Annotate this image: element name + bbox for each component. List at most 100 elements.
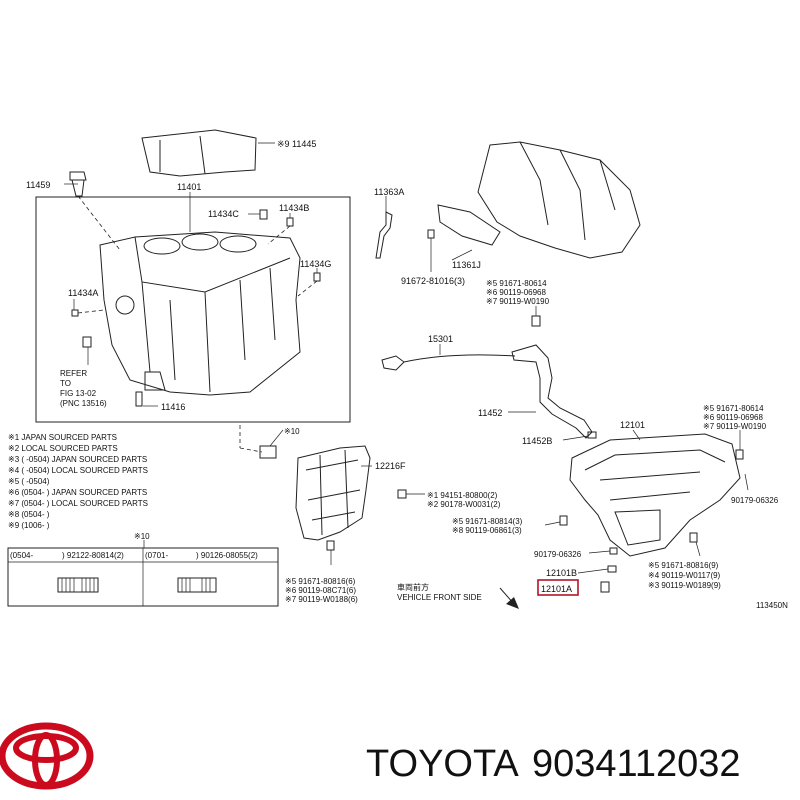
cylinder-block-drawing	[35, 129, 351, 423]
refer-line-1: REFER	[60, 369, 87, 378]
block-ribs	[141, 267, 276, 393]
label-11434b: 11434B	[279, 203, 309, 213]
bolt-guide-top	[531, 315, 541, 327]
baffle-plate-drawing	[259, 445, 407, 551]
housing-ribs	[519, 141, 616, 241]
codes-botleft-2: ※6 90119-08C71(6)	[285, 586, 356, 595]
mark-10-top: ※10	[284, 427, 300, 436]
bolt-pan-left	[559, 515, 568, 526]
oil-pan-leaders	[544, 429, 749, 574]
refer-line-3: FIG 13-02	[60, 389, 97, 398]
label-11445: ※9 11445	[277, 139, 316, 149]
baffle-leaders	[143, 425, 425, 565]
codes-right-2: ※6 90119-06968	[703, 413, 763, 422]
stud-11459	[69, 171, 87, 197]
block-leaders	[64, 142, 318, 407]
stud-drawing-right	[177, 577, 217, 593]
codes-botright-1: ※5 91671-80816(9)	[648, 561, 719, 570]
bolt-pan-bottom-right	[689, 532, 698, 543]
plug-11434c	[259, 209, 268, 220]
bolt-91672	[427, 229, 435, 239]
label-11452b: 11452B	[522, 436, 552, 446]
oil-pan-sump	[614, 509, 661, 546]
bolt-pan-right	[735, 449, 744, 460]
refer-line-4: (PNC 13516)	[60, 399, 107, 408]
pin-11416	[135, 391, 143, 407]
part-number: 9034112032	[532, 743, 741, 785]
oil-level-gauge-guide-11452	[511, 344, 593, 439]
note-6: ※6 (0504- ) JAPAN SOURCED PARTS	[8, 488, 147, 497]
stud-table: (0504- ) 92122-80814(2) (0701- ) 90126-0…	[7, 547, 279, 607]
label-11361j: 11361J	[452, 260, 481, 270]
oil-pan-ribs	[584, 449, 726, 501]
oil-pan-drawing	[559, 433, 744, 593]
plug-11434g	[313, 272, 321, 282]
table-cell-1: (0504-	[10, 551, 33, 560]
upper-right-leaders	[385, 196, 589, 441]
block-boss	[115, 295, 135, 315]
gasket-12101b	[607, 565, 617, 573]
block-deck	[134, 236, 291, 293]
plug-11434a	[71, 309, 79, 317]
stud-10	[259, 445, 277, 459]
timing-cover-11445	[141, 129, 257, 177]
note-2: ※2 LOCAL SOURCED PARTS	[8, 444, 118, 453]
label-11434a: 11434A	[68, 288, 98, 298]
block-foot	[144, 371, 166, 391]
oil-level-gauge-15301	[381, 354, 516, 371]
label-11401: 11401	[177, 182, 201, 192]
codes-botright-2: ※4 90119-W0117(9)	[648, 571, 721, 580]
drain-plug-12101a	[600, 581, 610, 593]
note-3: ※3 ( -0504) JAPAN SOURCED PARTS	[8, 455, 147, 464]
codes-top-1: ※5 91671-80614	[486, 279, 547, 288]
note-7: ※7 (0504- ) LOCAL SOURCED PARTS	[8, 499, 148, 508]
codes-botleft-1: ※5 91671-80816(6)	[285, 577, 356, 586]
bolt-baffle-bottom	[326, 540, 335, 551]
codes-top-2: ※6 90119-06968	[486, 288, 546, 297]
note-1: ※1 JAPAN SOURCED PARTS	[8, 433, 117, 442]
table-cell-3: (0701-	[145, 551, 168, 560]
figure-code: 113450N	[756, 601, 788, 610]
codes-botright-3: ※3 90119-W0189(9)	[648, 581, 721, 590]
transmission-housing	[477, 141, 641, 259]
codes-mid2-2: ※8 90119-06861(3)	[452, 526, 522, 535]
cylinder-bore-3	[219, 235, 257, 253]
label-11452: 11452	[478, 408, 502, 418]
note-4: ※4 ( -0504) LOCAL SOURCED PARTS	[8, 466, 148, 475]
codes-mid1-1: ※1 94151-80800(2)	[427, 491, 498, 500]
note-5: ※5 ( -0504)	[8, 477, 50, 486]
codes-mid2-1: ※5 91671-80814(3)	[452, 517, 523, 526]
logo-vertical-ring	[32, 732, 60, 788]
label-15301: 15301	[428, 334, 453, 344]
bolt-baffle-right	[397, 489, 407, 499]
mark-10-bottom: ※10	[134, 532, 150, 541]
codes-right-3: ※7 90119-W0190	[703, 422, 767, 431]
block-body	[99, 231, 301, 396]
o-ring-11452b	[587, 431, 597, 439]
part-labels: ※9 11445 11459 11401 11434C 11434B 11434…	[26, 139, 788, 610]
label-12101b: 12101B	[546, 568, 577, 578]
cylinder-bore-1	[143, 237, 181, 255]
plug-11434b	[286, 217, 294, 227]
codes-mid1-2: ※2 90178-W0031(2)	[427, 500, 501, 509]
label-11434c: 11434C	[208, 209, 239, 219]
baffle-plate-12216f	[295, 445, 371, 541]
label-11434g: 11434G	[300, 259, 331, 269]
stud-drawing-left	[57, 577, 99, 593]
front-arrow-icon	[506, 597, 519, 609]
oil-seal-retainer-11361j	[437, 204, 501, 246]
source-notes: ※1 JAPAN SOURCED PARTS ※2 LOCAL SOURCED …	[8, 433, 148, 530]
label-11363a: 11363A	[374, 187, 404, 197]
front-label-jp: 車両前方	[397, 582, 429, 592]
refer-plug	[82, 336, 92, 348]
highlight-box-12101a	[537, 579, 579, 596]
toyota-logo	[0, 722, 94, 790]
codes-right-1: ※5 91671-80614	[703, 404, 764, 413]
label-90179-left: 90179-06326	[534, 550, 582, 559]
label-11459: 11459	[26, 180, 50, 190]
codes-top-3: ※7 90119-W0190	[486, 297, 550, 306]
brand-name: TOYOTA	[366, 743, 519, 785]
label-91672: 91672-81016(3)	[401, 276, 465, 286]
upper-right-parts	[375, 141, 641, 439]
